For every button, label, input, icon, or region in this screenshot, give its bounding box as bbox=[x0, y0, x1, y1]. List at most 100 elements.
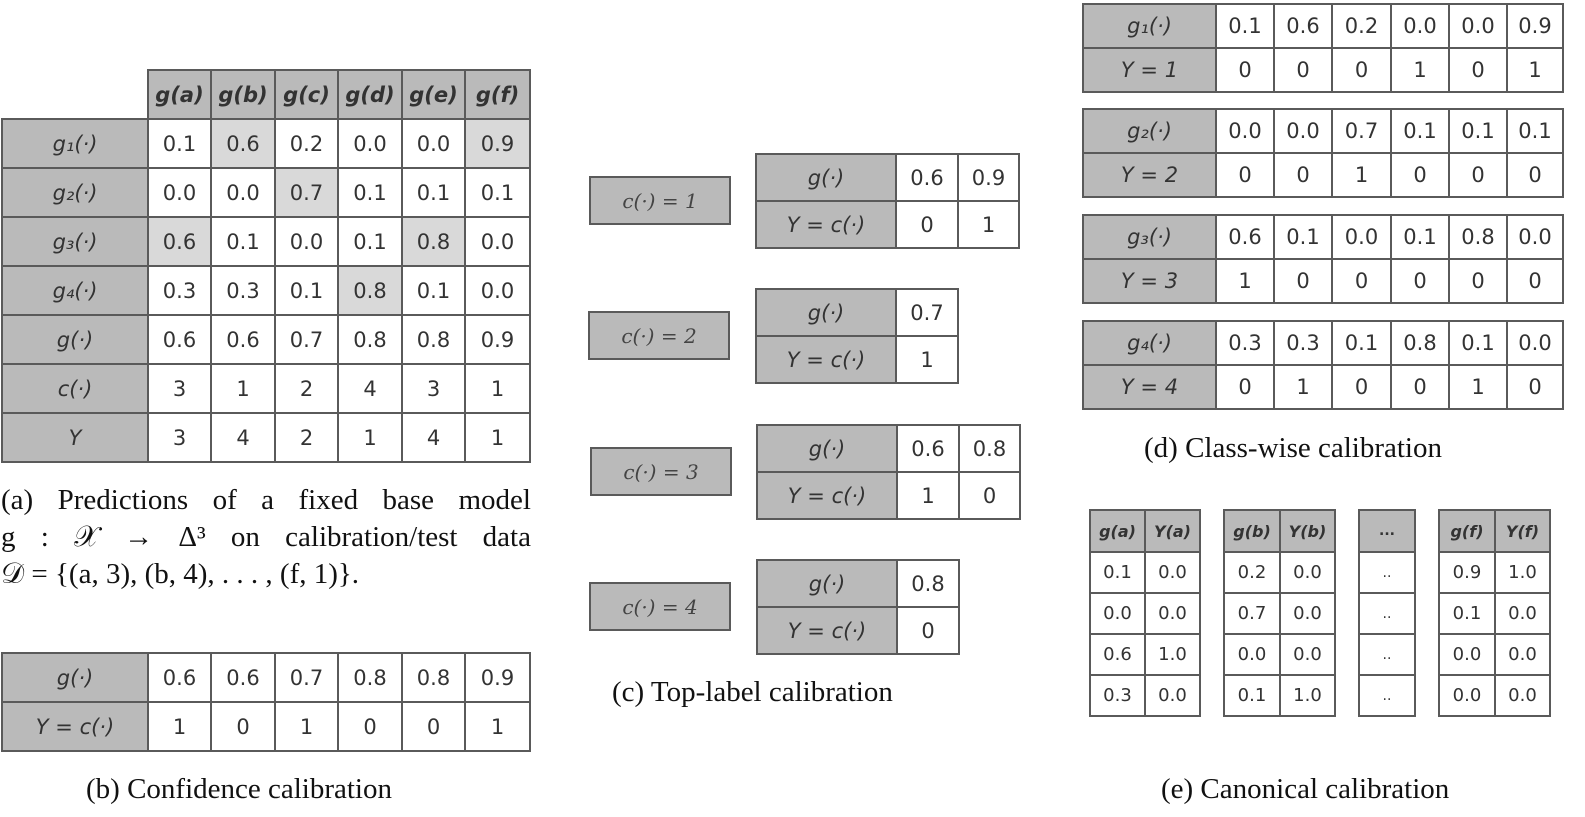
cell-highlighted: 0.9 bbox=[464, 118, 531, 169]
caption-line: g : 𝒳 → Δ³ on calibration/test data bbox=[1, 521, 531, 553]
cell: 0.0 bbox=[1279, 551, 1336, 594]
row-label: Y = c(·) bbox=[756, 471, 898, 520]
top-label-table: g(·)0.8 Y = c(·)0 bbox=[756, 559, 960, 655]
cell: 1 bbox=[957, 200, 1020, 249]
table-row: g₄(·) 0.3 0.3 0.1 0.8 0.1 0.0 bbox=[1, 265, 531, 316]
cell: 0.1 bbox=[401, 167, 466, 218]
cell: 0.0 bbox=[1448, 3, 1508, 49]
cell-highlighted: 0.6 bbox=[210, 118, 276, 169]
cell: 0.7 bbox=[1223, 592, 1281, 635]
cell: 1 bbox=[210, 363, 276, 414]
cell: 0.0 bbox=[147, 167, 212, 218]
cell: 0.1 bbox=[1215, 3, 1275, 49]
cell: 0.1 bbox=[337, 167, 403, 218]
cell: 1 bbox=[895, 335, 959, 384]
cell: 0.1 bbox=[147, 118, 212, 169]
cell: 1.0 bbox=[1494, 551, 1551, 594]
cell: 0.0 bbox=[1223, 633, 1281, 676]
row-label: g₃(·) bbox=[1, 216, 149, 267]
row-label: g(·) bbox=[756, 424, 898, 473]
cell: 0.1 bbox=[1438, 592, 1496, 635]
cell: 0 bbox=[1390, 152, 1450, 198]
row-label: Y = 1 bbox=[1082, 47, 1217, 93]
cell: 1 bbox=[464, 701, 531, 752]
cell: 0.8 bbox=[896, 559, 960, 608]
row-label: g(·) bbox=[756, 559, 898, 608]
cell-highlighted: 0.6 bbox=[147, 216, 212, 267]
cell: 0.3 bbox=[1089, 674, 1146, 717]
cell: 0.0 bbox=[1494, 674, 1551, 717]
table-row: g₁(·) 0.1 0.6 0.2 0.0 0.0 0.9 bbox=[1, 118, 531, 169]
cell: 0.0 bbox=[274, 216, 339, 267]
cell: 0.0 bbox=[1215, 108, 1275, 154]
row-label: g₁(·) bbox=[1, 118, 149, 169]
cell-highlighted: 0.7 bbox=[274, 167, 339, 218]
cell: 0 bbox=[1448, 152, 1508, 198]
predictions-table: g(a) g(b) g(c) g(d) g(e) g(f) g₁(·) 0.1 … bbox=[1, 69, 531, 463]
cell: 0 bbox=[1215, 364, 1275, 410]
row-label: Y = 2 bbox=[1082, 152, 1217, 198]
cell: 0.9 bbox=[464, 314, 531, 365]
cell: 0.6 bbox=[1215, 214, 1275, 260]
cell: 0.1 bbox=[1390, 214, 1450, 260]
cell: 0 bbox=[1273, 152, 1333, 198]
cell: 2 bbox=[274, 412, 339, 463]
cell: 0.1 bbox=[1089, 551, 1146, 594]
cell: 0.0 bbox=[1144, 592, 1201, 635]
cell: 4 bbox=[401, 412, 466, 463]
class-label-box: c(·) = 1 bbox=[589, 176, 731, 225]
cell: 0.7 bbox=[1331, 108, 1392, 154]
caption-d: (d) Class-wise calibration bbox=[1144, 432, 1442, 464]
table-row: Y = c(·) 1 0 1 0 0 1 bbox=[1, 701, 531, 752]
caption-e: (e) Canonical calibration bbox=[1161, 773, 1450, 805]
class-label-box: c(·) = 4 bbox=[589, 582, 731, 631]
column-header: Y(b) bbox=[1279, 509, 1336, 553]
cell: 0 bbox=[958, 471, 1021, 520]
confidence-table: g(·) 0.6 0.6 0.7 0.8 0.8 0.9 Y = c(·) 1 … bbox=[1, 652, 531, 752]
cell: 0.6 bbox=[1089, 633, 1146, 676]
cell: 0.6 bbox=[147, 314, 212, 365]
row-label: Y = 3 bbox=[1082, 258, 1217, 304]
cell: 0 bbox=[1331, 258, 1392, 304]
cell: 0.0 bbox=[1331, 214, 1392, 260]
cell: 1 bbox=[1331, 152, 1392, 198]
column-header: g(b) bbox=[210, 69, 276, 120]
cell: 1 bbox=[274, 701, 339, 752]
column-header: g(a) bbox=[1089, 509, 1146, 553]
cell: 1.0 bbox=[1279, 674, 1336, 717]
cell: 0 bbox=[1506, 364, 1564, 410]
cell: 1 bbox=[147, 701, 212, 752]
cell: 0.8 bbox=[958, 424, 1021, 473]
cell: 0.1 bbox=[1223, 674, 1281, 717]
cell: .. bbox=[1358, 592, 1416, 635]
cell: 0 bbox=[1506, 258, 1564, 304]
cell: 0.8 bbox=[1390, 320, 1450, 366]
cell: 3 bbox=[147, 412, 212, 463]
cell: 2 bbox=[274, 363, 339, 414]
cell: 0.9 bbox=[1438, 551, 1496, 594]
cell: 0 bbox=[401, 701, 466, 752]
cell: 0.3 bbox=[147, 265, 212, 316]
cell: 3 bbox=[147, 363, 212, 414]
cell: 0 bbox=[210, 701, 276, 752]
column-header: g(b) bbox=[1223, 509, 1281, 553]
table-row: c(·) 3 1 2 4 3 1 bbox=[1, 363, 531, 414]
cell: 0 bbox=[1331, 364, 1392, 410]
cell: 4 bbox=[210, 412, 276, 463]
cell: 1 bbox=[1448, 364, 1508, 410]
cell: 1 bbox=[896, 471, 960, 520]
cell: 4 bbox=[337, 363, 403, 414]
cell: 0.1 bbox=[337, 216, 403, 267]
cell: 0.0 bbox=[1144, 674, 1201, 717]
cell: 0.9 bbox=[1506, 3, 1564, 49]
column-header: g(c) bbox=[274, 69, 339, 120]
cell: 0.0 bbox=[210, 167, 276, 218]
row-label: g₂(·) bbox=[1082, 108, 1217, 154]
cell: 0.6 bbox=[210, 652, 276, 703]
column-header-row: g(a) g(b) g(c) g(d) g(e) g(f) bbox=[2, 69, 531, 120]
cell: 0.0 bbox=[337, 118, 403, 169]
